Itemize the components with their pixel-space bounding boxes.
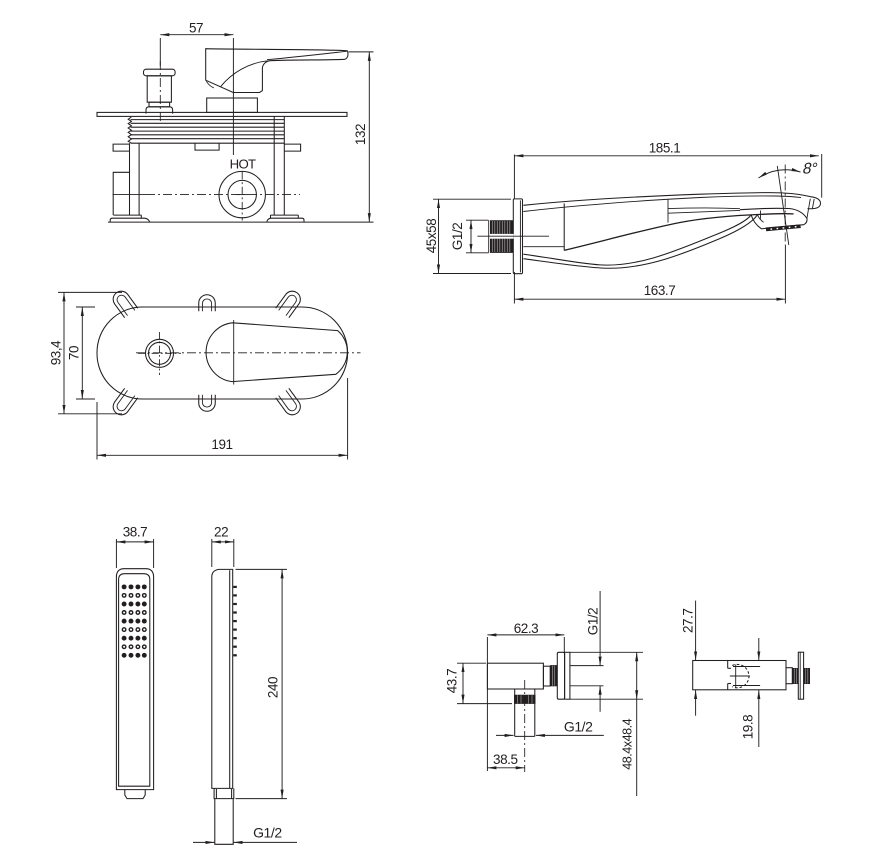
svg-text:45x58: 45x58 xyxy=(424,219,439,254)
svg-text:62.3: 62.3 xyxy=(514,621,538,636)
svg-text:38.7: 38.7 xyxy=(123,525,147,540)
svg-text:8°: 8° xyxy=(801,161,819,178)
svg-text:57: 57 xyxy=(189,21,203,36)
svg-text:G1/2: G1/2 xyxy=(564,719,593,735)
svg-text:G1/2: G1/2 xyxy=(450,223,465,250)
svg-text:191: 191 xyxy=(211,437,232,452)
svg-text:G1/2: G1/2 xyxy=(586,608,601,635)
svg-text:38.5: 38.5 xyxy=(493,752,517,767)
svg-text:43.7: 43.7 xyxy=(445,669,460,693)
svg-text:22: 22 xyxy=(214,525,228,540)
svg-text:185.1: 185.1 xyxy=(649,141,681,156)
svg-text:70: 70 xyxy=(67,346,82,360)
svg-text:240: 240 xyxy=(266,677,281,698)
svg-text:48.4x48.4: 48.4x48.4 xyxy=(621,718,635,769)
svg-text:G1/2: G1/2 xyxy=(253,825,282,841)
svg-text:27.7: 27.7 xyxy=(681,609,696,633)
svg-text:HOT: HOT xyxy=(230,156,256,171)
svg-text:132: 132 xyxy=(353,124,368,145)
svg-text:163.7: 163.7 xyxy=(644,283,676,298)
svg-text:19.8: 19.8 xyxy=(741,715,756,739)
svg-text:93,4: 93,4 xyxy=(49,340,64,365)
